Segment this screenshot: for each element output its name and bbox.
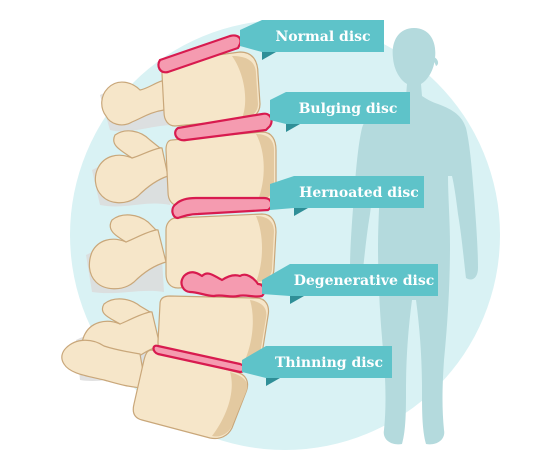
ribbon-body [294,176,424,208]
label-degenerative: Degenerative disc [262,264,438,304]
discs [152,34,273,374]
ribbon-fold [262,52,276,60]
label-text: Thinning disc [275,355,383,371]
label-normal: Normal disc [240,20,384,60]
ribbon-fold [286,124,300,132]
label-thinning: Thinning disc [242,346,392,386]
ribbon-tail [270,176,294,210]
ribbon-body [290,264,438,296]
ribbon-tail [270,92,286,124]
ribbon-tail [262,264,290,296]
label-text: Hernoated disc [299,185,419,201]
human-silhouette [350,28,478,445]
vertebra-1 [101,51,261,127]
label-herniated: Hernoated disc [270,176,424,216]
vertebra-5 [61,339,249,440]
disc-bulging [174,112,273,142]
vertebra-3 [88,213,277,290]
vertebra-2 [94,130,277,207]
ribbon-fold [290,296,304,304]
vertebrae [61,51,277,440]
ribbon-tail [240,20,262,52]
label-bulging: Bulging disc [270,92,410,132]
ribbon-body [286,92,410,124]
disc-normal [157,34,242,74]
ribbon-fold [266,378,280,386]
ribbon-tail [242,346,266,378]
label-text: Normal disc [275,29,370,45]
labels: Normal disc Bulging disc Hernoated disc … [240,20,438,386]
ribbon-body [262,20,384,52]
disc-herniated [171,196,273,220]
ribbon-body [266,346,392,378]
label-text: Bulging disc [299,101,398,117]
ribbon-fold [294,208,308,216]
label-text: Degenerative disc [294,273,435,289]
